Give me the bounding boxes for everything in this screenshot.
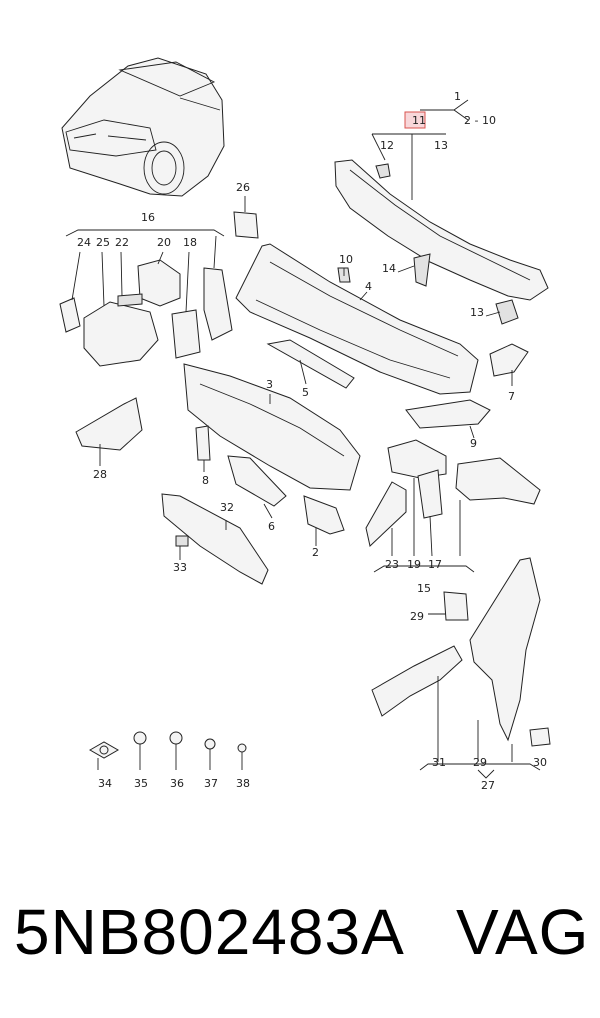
callout-c19: 19 <box>407 558 421 571</box>
callout-text: 4 <box>365 280 372 293</box>
callout-c38: 38 <box>236 777 250 790</box>
callout-text: 22 <box>115 236 129 249</box>
callout-c3: 3 <box>266 378 273 391</box>
callout-c22: 22 <box>115 236 129 249</box>
callout-c20: 20 <box>157 236 171 249</box>
callout-text: 10 <box>339 253 353 266</box>
callout-text: 1 <box>454 90 461 103</box>
callout-c13a: 13 <box>434 139 448 152</box>
callout-c26: 26 <box>236 181 250 194</box>
callout-c8: 8 <box>202 474 209 487</box>
callout-text: 8 <box>202 474 209 487</box>
callout-c18: 18 <box>183 236 197 249</box>
callout-text: 25 <box>96 236 110 249</box>
callout-c2: 2 <box>312 546 319 559</box>
callout-c17: 17 <box>428 558 442 571</box>
callout-text: 2 - 10 <box>464 114 496 127</box>
callout-c16: 16 <box>141 211 155 224</box>
callout-text: 15 <box>417 582 431 595</box>
callout-text: 29 <box>410 610 424 623</box>
callout-c1: 1 <box>454 90 461 103</box>
callout-c13b: 13 <box>470 306 484 319</box>
caption-bar: 5NB802483A VAG <box>0 895 600 995</box>
callout-text: 14 <box>382 262 396 275</box>
callout-c34: 34 <box>98 777 112 790</box>
callout-text: 28 <box>93 468 107 481</box>
car-illustration <box>61 57 225 197</box>
callout-c14: 14 <box>382 262 396 275</box>
callout-c31: 31 <box>432 756 446 769</box>
callout-text: 29 <box>473 756 487 769</box>
callout-c23: 23 <box>385 558 399 571</box>
callout-text: 18 <box>183 236 197 249</box>
part-1-cross-member <box>334 159 549 325</box>
callout-c15: 15 <box>417 582 431 595</box>
callout-text: 3 <box>266 378 273 391</box>
callout-c33: 33 <box>173 561 187 574</box>
brand-label: VAG <box>456 896 590 968</box>
callout-c29b: 29 <box>473 756 487 769</box>
callout-c35: 35 <box>134 777 148 790</box>
callout-text: 26 <box>236 181 250 194</box>
callout-c36: 36 <box>170 777 184 790</box>
callout-text: 9 <box>470 437 477 450</box>
part-3-bulkhead <box>183 339 361 491</box>
callout-text: 36 <box>170 777 184 790</box>
leader-lines <box>65 99 541 779</box>
callout-text: 17 <box>428 558 442 571</box>
callout-text: 33 <box>173 561 187 574</box>
callout-c9: 9 <box>470 437 477 450</box>
callout-text: 13 <box>470 306 484 319</box>
part-number: 5NB802483A <box>14 896 405 968</box>
callout-text: 38 <box>236 777 250 790</box>
callout-text: 27 <box>481 779 495 792</box>
callout-c6: 6 <box>268 520 275 533</box>
callout-text: 35 <box>134 777 148 790</box>
callout-c37: 37 <box>204 777 218 790</box>
callout-text: 16 <box>141 211 155 224</box>
callout-c24: 24 <box>77 236 91 249</box>
lower-panels <box>75 397 345 585</box>
callout-c28: 28 <box>93 468 107 481</box>
callout-text: 13 <box>434 139 448 152</box>
callout-c10: 10 <box>339 253 353 266</box>
callout-c12: 12 <box>380 139 394 152</box>
callout-text: 23 <box>385 558 399 571</box>
callout-text: 34 <box>98 777 112 790</box>
callout-text: 20 <box>157 236 171 249</box>
callout-c5: 5 <box>302 386 309 399</box>
callout-text: 12 <box>380 139 394 152</box>
callout-highlight-box <box>404 111 426 129</box>
callout-c7: 7 <box>508 390 515 403</box>
callout-c29a: 29 <box>410 610 424 623</box>
callout-c4: 4 <box>365 280 372 293</box>
callout-text: 31 <box>432 756 446 769</box>
fasteners <box>88 731 247 766</box>
callout-text: 11 <box>412 114 426 127</box>
callout-text: 37 <box>204 777 218 790</box>
callout-text: 24 <box>77 236 91 249</box>
callout-c27: 27 <box>481 779 495 792</box>
callout-c30: 30 <box>533 756 547 769</box>
callout-text: 6 <box>268 520 275 533</box>
callout-text: 30 <box>533 756 547 769</box>
callout-text: 2 <box>312 546 319 559</box>
callout-text: 5 <box>302 386 309 399</box>
part-27-pillar-group <box>371 557 551 747</box>
callout-text: 32 <box>220 501 234 514</box>
callout-c11: 11 <box>404 111 426 129</box>
callout-text: 19 <box>407 558 421 571</box>
callout-c25: 25 <box>96 236 110 249</box>
callout-c32: 32 <box>220 501 234 514</box>
right-side-parts <box>365 343 541 547</box>
part-4-plenum-panel <box>235 243 479 395</box>
callout-text: 7 <box>508 390 515 403</box>
callout-c2-10: 2 - 10 <box>464 114 496 127</box>
